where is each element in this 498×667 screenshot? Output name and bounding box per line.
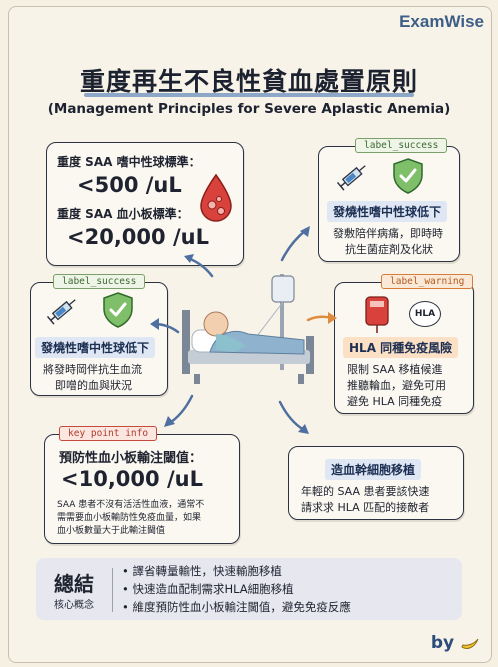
arrow-to-fever-left [150, 318, 180, 334]
fever-card-left: label_success 發燒性嗜中性球低下 將發時岡伴抗生血流 即噌的血與狀… [30, 274, 168, 396]
threshold-body-2: 需需要血小板輸防性免疫血量，如果 [57, 513, 202, 523]
blood-bag-icon [365, 296, 389, 333]
arrow-to-criteria [184, 254, 214, 278]
arrow-to-transplant [278, 400, 309, 434]
blood-drop-icon [200, 173, 232, 222]
brand-logo: ExamWise [399, 12, 484, 31]
threshold-tag: key point info [59, 426, 158, 441]
fever-left-tag: label_success [53, 274, 146, 289]
banana-icon [461, 638, 479, 649]
fever-top-body-2: 抗生菌症剤及化狀 [345, 243, 433, 256]
shield-check-icon [393, 158, 423, 194]
summary-title: 總結 [54, 572, 94, 596]
arrow-to-hla [306, 312, 337, 324]
transplant-heading: 造血幹細胞移植 [325, 459, 422, 480]
hla-icon: HLA [409, 301, 441, 327]
fever-top-tag: label_success [355, 138, 448, 153]
summary-bullet: • 維度預防性血小板輸注閫值，避免免疫反應 [122, 600, 351, 614]
summary-panel: 總結 核心概念 • 譯省轉量輸性，快速輸胞移植 • 快速造血配制需求HLA細胞移… [36, 558, 462, 620]
criteria-card: 重度 SAA 嗜中性球標準： <500 /uL 重度 SAA 血小板標準： <2… [46, 142, 244, 266]
syringe-icon [336, 165, 366, 191]
arrow-to-fever-top [280, 226, 310, 262]
platelet-criteria-label: 重度 SAA 血小板標準： [57, 207, 189, 221]
neutrophil-criteria-label: 重度 SAA 嗜中性球標準： [57, 155, 201, 169]
fever-left-body-1: 將發時岡伴抗生血流 [43, 363, 142, 376]
transplant-body-2: 請求求 HLA 匹配的接敵者 [301, 501, 430, 514]
shield-check-icon [103, 292, 133, 328]
title-underline [84, 93, 414, 97]
page-title: 重度再生不良性貧血處置原則 [79, 67, 418, 96]
summary-subtitle: 核心概念 [54, 600, 94, 611]
threshold-heading: 預防性血小板輸注閾值： [59, 451, 203, 466]
neutrophil-criteria-value: <500 /uL [77, 173, 182, 197]
fever-top-heading: 發燒性嗜中性球低下 [327, 201, 448, 222]
signature-text: by [430, 633, 455, 653]
arrow-to-threshold [164, 394, 194, 427]
platelet-criteria-value: <20,000 /uL [67, 225, 209, 249]
threshold-card: key point info 預防性血小板輸注閾值： <10,000 /uL S… [44, 426, 240, 544]
summary-bullet: • 快速造血配制需求HLA細胞移植 [122, 582, 294, 596]
hla-heading: HLA 同種免疫風險 [343, 337, 459, 358]
transplant-card: 造血幹細胞移植 年輕的 SAA 患者要該快速 請求求 HLA 匹配的接敵者 [288, 446, 464, 520]
threshold-body-3: 血小板數量大于此輸注閫值 [57, 526, 166, 536]
syringe-icon [46, 299, 76, 325]
fever-left-heading: 發燒性嗜中性球低下 [35, 337, 156, 358]
hla-body-2: 推聽輪血，避免可用 [347, 379, 446, 392]
page-subtitle: (Management Principles for Severe Aplast… [47, 101, 451, 117]
summary-bullet: • 譯省轉量輸性，快速輸胞移植 [122, 564, 282, 578]
patient-in-bed-illustration [182, 274, 314, 384]
threshold-value: <10,000 /uL [61, 467, 203, 491]
fever-top-body-1: 發敷陪伴病痛，即時時 [333, 227, 443, 240]
hla-tag: label_warning [381, 274, 474, 289]
transplant-body-1: 年輕的 SAA 患者要該快速 [301, 485, 430, 498]
threshold-body-1: SAA 患者不沒有活活性血液，通常不 [57, 500, 205, 510]
fever-card-top: label_success 發燒性嗜中性球低下 發敷陪伴病痛，即時時 抗生菌症剤… [318, 138, 460, 262]
hla-body-1: 限制 SAA 移植候進 [347, 363, 443, 376]
fever-left-body-2: 即噌的血與狀況 [55, 379, 132, 392]
summary-divider [112, 568, 113, 612]
signature: by [431, 633, 480, 653]
hla-card: label_warning HLA HLA 同種免疫風險 限制 SAA 移植候進… [334, 274, 474, 414]
hla-body-3: 避免 HLA 同種免疫 [347, 395, 443, 408]
